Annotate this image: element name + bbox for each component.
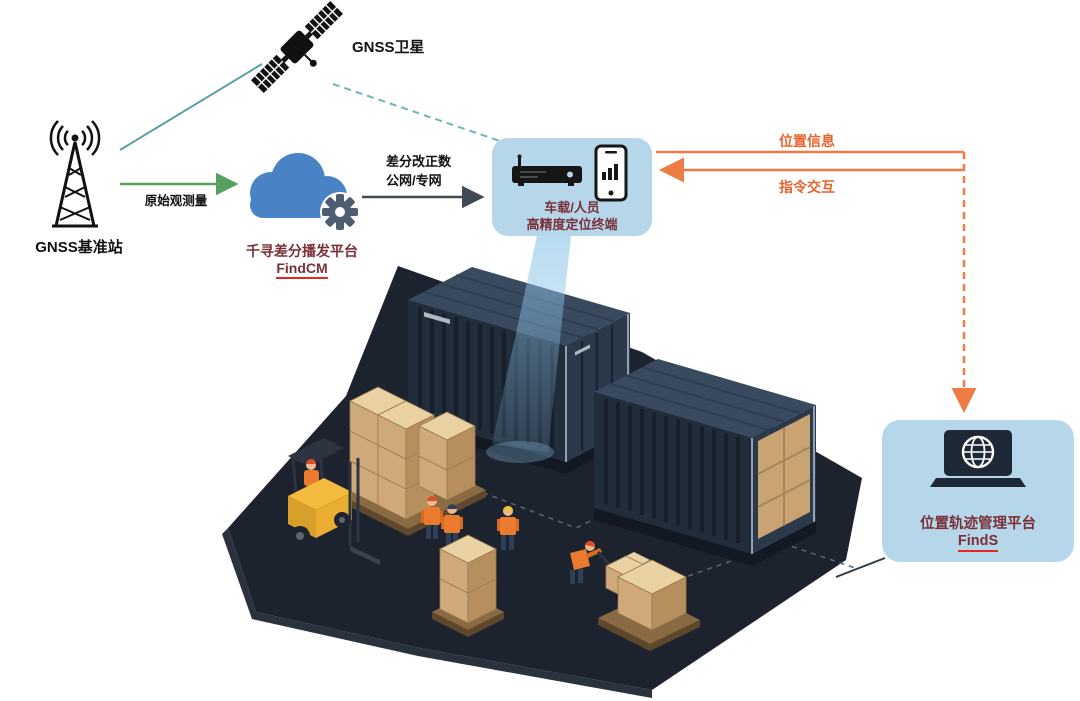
warehouse-scene [222, 236, 862, 698]
worker-2 [441, 504, 463, 547]
platform [228, 266, 862, 690]
radio-tower-icon [49, 120, 101, 228]
diff-correction-label-line1: 差分改正数 [386, 154, 452, 169]
finds-panel [882, 420, 1074, 562]
finds-label: FindS [957, 533, 999, 552]
terminal-label-line1: 车载/人员 [544, 200, 600, 215]
base-station-label: GNSS基准站 [35, 239, 123, 256]
box-stack-right [598, 555, 700, 651]
raw-observation-label: 原始观测量 [144, 194, 208, 208]
command-interaction-label: 指令交互 [779, 179, 835, 195]
findcm-label: FindCM [276, 260, 328, 279]
shipping-container-2 [594, 359, 816, 566]
box-stack-center [432, 534, 504, 637]
gear-icon [320, 192, 360, 232]
finds-pointer-line [835, 557, 886, 578]
finds-platform-subtitle: FindS [884, 533, 1072, 552]
edge-satellite-to-base [119, 63, 263, 151]
location-info-label: 位置信息 [779, 133, 835, 149]
ground-guide-lines [454, 481, 859, 587]
worker-3 [497, 506, 519, 550]
laptop-globe-icon [930, 430, 1026, 487]
terminal-label-line2: 高精度定位终端 [526, 217, 618, 232]
connections [119, 63, 977, 578]
cloud-platform-title: 千寻差分播发平台 [246, 243, 358, 259]
cloud-icon [250, 153, 360, 232]
finds-platform-title: 位置轨迹管理平台 [920, 516, 1036, 532]
receiver-icon [512, 154, 582, 186]
positioning-beam [486, 236, 571, 463]
satellite-label: GNSS卫星 [352, 39, 425, 56]
smartphone-icon [594, 144, 628, 202]
satellite-icon [251, 1, 343, 93]
cloud-platform-subtitle: FindCM [222, 260, 382, 279]
forklift [288, 438, 380, 565]
box-stack-left [342, 386, 486, 536]
diff-correction-label-line2: 公网/专网 [386, 173, 442, 188]
edge-satellite-to-terminal [332, 83, 501, 142]
